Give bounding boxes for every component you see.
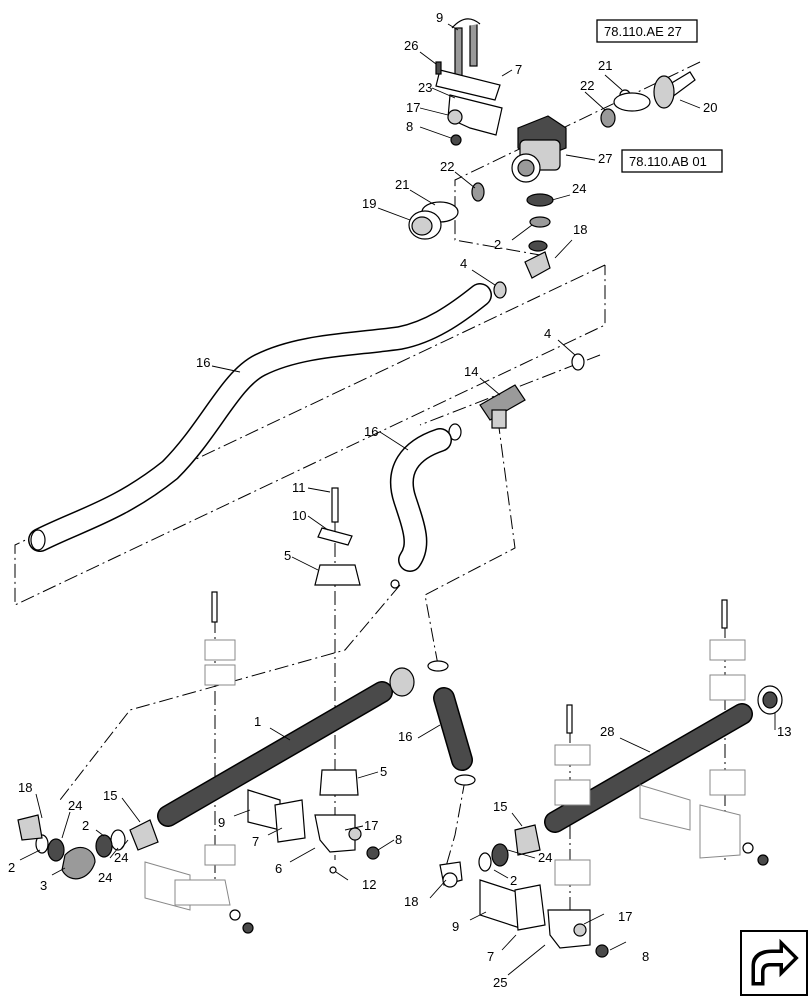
reference-box-ae27[interactable]: 78.110.AE 27 [596,19,698,43]
callout-label: 5 [284,548,291,563]
callout-label: 9 [436,10,443,25]
callout-label: 24 [572,181,586,196]
callout-label: 7 [515,62,522,77]
callout-label: 15 [493,799,507,814]
callout-label: 9 [218,815,225,830]
callout-label: 22 [580,78,594,93]
callout-label: 24 [114,850,128,865]
callout-label: 4 [460,256,467,271]
mount-left [144,591,254,934]
hose-short [427,660,476,786]
callout-label: 6 [275,861,282,876]
callout-label: 18 [18,780,32,795]
mount-right [479,599,769,958]
callout-label: 4 [544,326,551,341]
callout-label: 3 [40,878,47,893]
hose-upper [28,281,585,552]
reference-box-ab01[interactable]: 78.110.AB 01 [621,149,723,173]
callout-label: 17 [618,909,632,924]
callout-label: 18 [404,894,418,909]
callout-label: 12 [362,877,376,892]
callout-label: 17 [364,818,378,833]
callout-label: 16 [196,355,210,370]
callout-label: 8 [406,119,413,134]
callout-label: 9 [452,919,459,934]
valve-assembly [408,18,696,279]
callout-label: 28 [600,724,614,739]
svg-text:78.110.AE 27: 78.110.AE 27 [604,24,682,39]
callout-label: 2 [510,873,517,888]
callout-label: 27 [598,151,612,166]
tee-and-hose [389,384,526,572]
callouts: 9 26 7 23 17 8 21 22 20 27 22 21 19 24 2… [8,10,791,990]
callout-label: 8 [642,949,649,964]
callout-label: 8 [395,832,402,847]
svg-text:78.110.AB 01: 78.110.AB 01 [629,154,707,169]
next-page-arrow-icon[interactable] [740,930,808,996]
callout-label: 24 [538,850,552,865]
callout-label: 7 [487,949,494,964]
callout-label: 25 [493,975,507,990]
callout-label: 13 [777,724,791,739]
callout-label: 20 [703,100,717,115]
callout-label: 24 [98,870,112,885]
callout-label: 21 [395,177,409,192]
callout-label: 2 [82,818,89,833]
callout-label: 16 [364,424,378,439]
callout-label: 2 [494,237,501,252]
callout-label: 10 [292,508,306,523]
callout-label: 16 [398,729,412,744]
mount-centre [247,769,380,874]
callout-label: 21 [598,58,612,73]
callout-label: 14 [464,364,478,379]
callout-label: 18 [573,222,587,237]
callout-label: 1 [254,714,261,729]
callout-label: 23 [418,80,432,95]
callout-label: 15 [103,788,117,803]
callout-label: 11 [292,480,306,495]
callout-label: 19 [362,196,376,211]
callout-label: 22 [440,159,454,174]
callout-label: 2 [8,860,15,875]
clamp-group [314,487,400,589]
callout-label: 26 [404,38,418,53]
callout-label: 17 [406,100,420,115]
pipe-left [17,667,415,880]
callout-label: 7 [252,834,259,849]
callout-label: 24 [68,798,82,813]
callout-label: 5 [380,764,387,779]
